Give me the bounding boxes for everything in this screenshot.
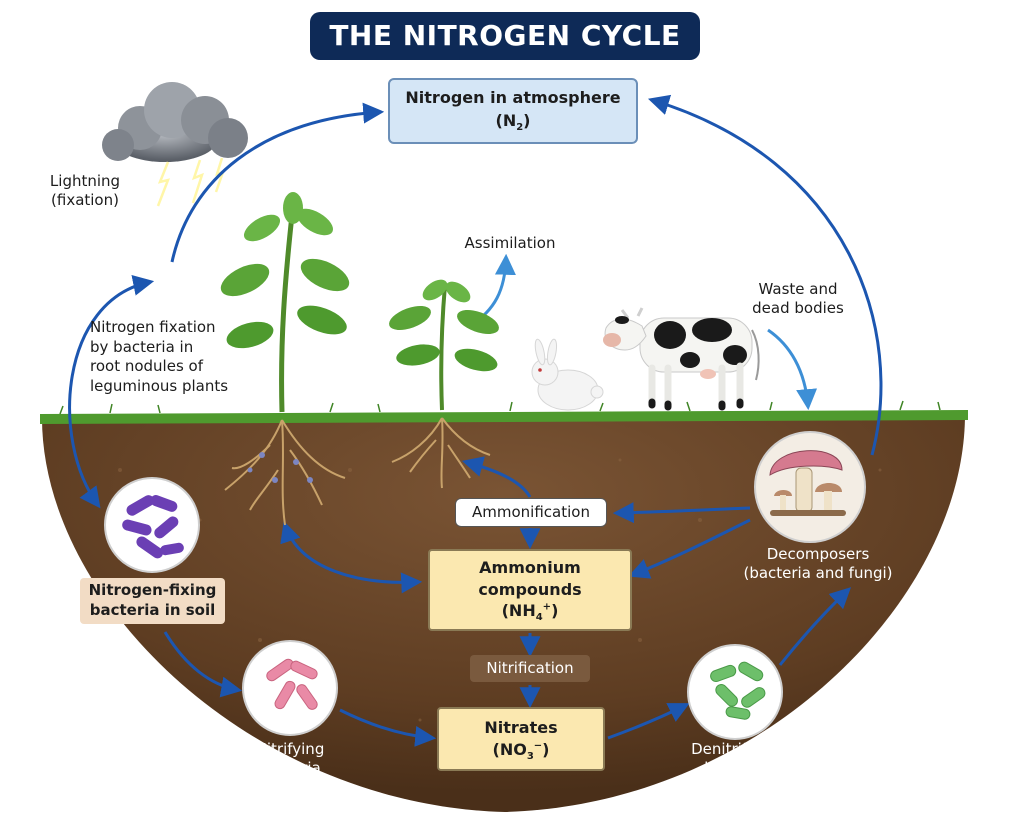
decomposers-mushroom-icon: [755, 432, 865, 542]
nitrifying-bacteria-icon: [243, 641, 337, 735]
rabbit-icon: [532, 338, 603, 410]
denitrifying-bacteria-icon: [688, 645, 782, 739]
cow-icon: [603, 308, 759, 407]
nitrification-label: Nitrification: [470, 655, 590, 682]
atmosphere-formula: (N2): [390, 109, 636, 136]
decomposers-label: Decomposers(bacteria and fungi): [728, 545, 908, 583]
nitrogen-fixing-bacteria-icon: [105, 478, 199, 572]
assimilation-label: Assimilation: [450, 234, 570, 253]
ammonification-label: Ammonification: [455, 498, 607, 527]
arrow-waste: [768, 330, 808, 406]
nitrates-box: Nitrates (NO3−): [437, 707, 605, 771]
cloud-icon: [102, 82, 248, 162]
atmosphere-label: Nitrogen in atmosphere: [390, 86, 636, 109]
ammonium-box: Ammonium compounds (NH4+): [428, 549, 632, 631]
arrow-decomposers-to-atmosphere: [652, 100, 881, 455]
atmosphere-box: Nitrogen in atmosphere (N2): [388, 78, 638, 144]
lightning-label: Lightning(fixation): [30, 172, 140, 210]
page-title: THE NITROGEN CYCLE: [310, 12, 700, 60]
